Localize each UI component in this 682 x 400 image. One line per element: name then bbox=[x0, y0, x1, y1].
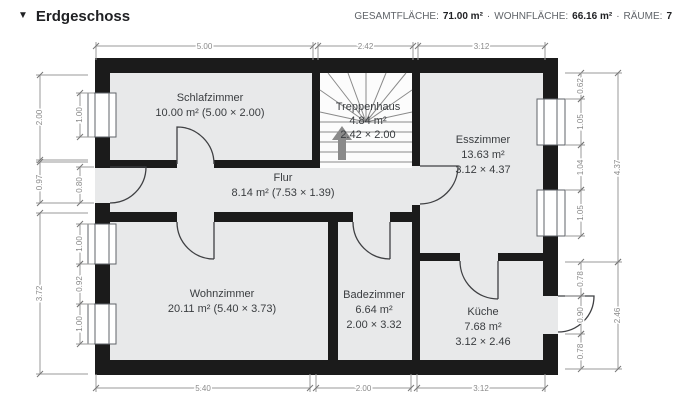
window-esszimmer-lower bbox=[536, 189, 566, 237]
label-treppenhaus-area: 4.84 m² bbox=[349, 115, 387, 127]
dim-label: 0.78 bbox=[576, 271, 585, 287]
room-labels: Schlafzimmer 10.00 m² (5.00 × 2.00) Trep… bbox=[155, 92, 510, 348]
label-kueche-area: 7.68 m² bbox=[464, 321, 502, 333]
stairs bbox=[319, 72, 413, 163]
dim-label: 2.46 bbox=[613, 307, 622, 323]
label-wohnzimmer-size: 20.11 m² (5.40 × 3.73) bbox=[168, 303, 276, 315]
stat-label-wohnflaeche: WOHNFLÄCHE: bbox=[494, 10, 569, 22]
room-esszimmer[interactable] bbox=[420, 73, 543, 253]
door-kueche-exterior bbox=[557, 295, 595, 333]
floor-collapse-toggle[interactable]: ▼ Erdgeschoss bbox=[18, 8, 130, 25]
door-badezimmer bbox=[352, 221, 391, 260]
collapse-triangle-icon: ▼ bbox=[18, 10, 28, 21]
window-wohnzimmer-lower bbox=[87, 303, 117, 345]
dim-label: 1.00 bbox=[75, 107, 84, 123]
separator-dot: · bbox=[616, 10, 620, 22]
dim-label: 0.90 bbox=[576, 307, 585, 323]
label-flur-name: Flur bbox=[274, 172, 293, 184]
room-flur[interactable] bbox=[110, 168, 412, 212]
room-kueche[interactable] bbox=[420, 261, 543, 360]
label-badezimmer-area: 6.64 m² bbox=[355, 304, 393, 316]
room-schlafzimmer[interactable] bbox=[110, 73, 312, 160]
door-esszimmer bbox=[419, 165, 459, 205]
stat-value-raeume: 7 bbox=[666, 10, 672, 22]
stat-value-wohnflaeche: 66.16 m² bbox=[572, 10, 613, 22]
label-badezimmer-size: 2.00 × 3.32 bbox=[346, 319, 401, 331]
dim-label: 0.92 bbox=[75, 276, 84, 292]
door-schlafzimmer bbox=[176, 126, 215, 165]
dim-label: 0.78 bbox=[576, 343, 585, 359]
room-wohnzimmer[interactable] bbox=[110, 222, 328, 360]
dim-label: 1.05 bbox=[576, 114, 585, 130]
dim-label: 1.00 bbox=[75, 236, 84, 252]
dim-label: 2.42 bbox=[358, 42, 374, 51]
label-treppenhaus-size: 2.42 × 2.00 bbox=[340, 129, 395, 141]
dim-label: 2.00 bbox=[35, 109, 44, 125]
stat-value-gesamtflaeche: 71.00 m² bbox=[442, 10, 483, 22]
dim-label: 3.12 bbox=[474, 42, 490, 51]
door-kueche bbox=[459, 260, 499, 300]
dim-label: 0.62 bbox=[576, 78, 585, 94]
window-schlafzimmer bbox=[87, 92, 117, 138]
dim-label: 1.00 bbox=[75, 316, 84, 332]
door-entry bbox=[109, 166, 147, 204]
dim-label: 0.80 bbox=[75, 177, 84, 193]
stat-label-gesamtflaeche: GESAMTFLÄCHE: bbox=[354, 10, 439, 22]
window-wohnzimmer-upper bbox=[87, 223, 117, 265]
label-treppenhaus-name: Treppenhaus bbox=[336, 101, 401, 113]
label-esszimmer-name: Esszimmer bbox=[456, 134, 511, 146]
label-flur-size: 8.14 m² (7.53 × 1.39) bbox=[231, 187, 334, 199]
floor-stats: GESAMTFLÄCHE: 71.00 m² · WOHNFLÄCHE: 66.… bbox=[354, 11, 672, 22]
stat-label-raeume: RÄUME: bbox=[623, 10, 663, 22]
dim-label: 5.40 bbox=[195, 384, 211, 393]
label-schlafzimmer-name: Schlafzimmer bbox=[177, 92, 244, 104]
separator-dot: · bbox=[486, 10, 491, 22]
label-esszimmer-area: 13.63 m² bbox=[461, 149, 505, 161]
dim-label: 4.37 bbox=[613, 159, 622, 175]
dim-label: 0.97 bbox=[35, 174, 44, 190]
dim-label: 3.72 bbox=[35, 285, 44, 301]
floor-header: ▼ Erdgeschoss GESAMTFLÄCHE: 71.00 m² · W… bbox=[0, 0, 682, 32]
stairs-up-arrow-icon bbox=[332, 126, 352, 160]
dim-label: 5.00 bbox=[197, 42, 213, 51]
label-schlafzimmer-size: 10.00 m² (5.00 × 2.00) bbox=[155, 107, 264, 119]
windows bbox=[87, 92, 566, 345]
label-kueche-name: Küche bbox=[467, 306, 498, 318]
door-wohnzimmer bbox=[176, 221, 215, 260]
dimension-lines: 5.00 2.42 3.12 5.40 2.00 3.12 2.00 0.97 3.72 1.00… bbox=[34, 41, 624, 395]
dim-label: 1.04 bbox=[576, 159, 585, 175]
label-badezimmer-name: Badezimmer bbox=[343, 289, 405, 301]
dim-label: 2.00 bbox=[356, 384, 372, 393]
walls bbox=[95, 58, 558, 375]
dim-label: 1.05 bbox=[576, 205, 585, 221]
label-esszimmer-size: 3.12 × 4.37 bbox=[455, 164, 510, 176]
room-fills bbox=[95, 58, 558, 375]
room-badezimmer[interactable] bbox=[338, 222, 412, 360]
doors bbox=[109, 126, 595, 333]
dim-label: 3.12 bbox=[473, 384, 489, 393]
label-wohnzimmer-name: Wohnzimmer bbox=[190, 288, 255, 300]
floor-title: Erdgeschoss bbox=[35, 7, 131, 25]
window-esszimmer-upper bbox=[536, 98, 566, 146]
label-kueche-size: 3.12 × 2.46 bbox=[455, 336, 510, 348]
